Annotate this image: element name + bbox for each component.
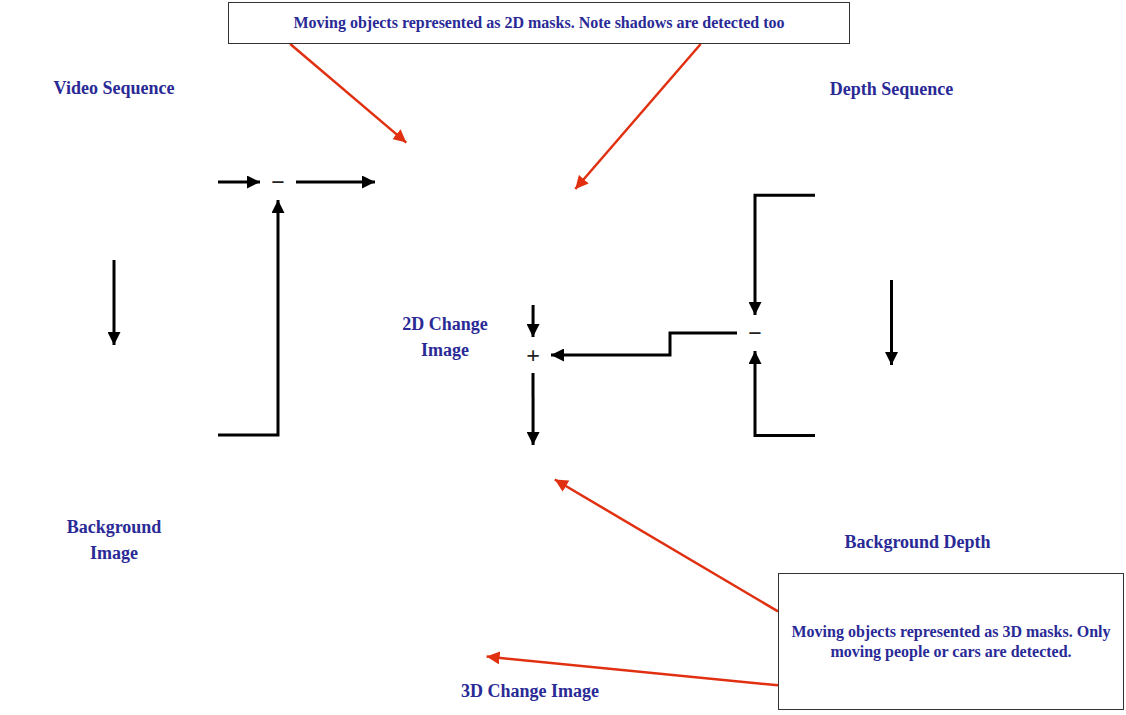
title-holder: Background Depth bbox=[795, 529, 1040, 555]
callout-arrow bbox=[487, 657, 778, 686]
flow-arrow bbox=[218, 181, 260, 184]
panel-title: Background Depth bbox=[844, 529, 990, 555]
image-panel: 2D Change Image bbox=[375, 73, 688, 305]
callout-box: Moving objects represented as 2D masks. … bbox=[228, 2, 850, 44]
callout-text: Moving objects represented as 2D masks. … bbox=[293, 13, 784, 32]
flow-arrow bbox=[890, 280, 893, 365]
operator-symbol: − bbox=[271, 170, 285, 194]
panel-title: 2D Change Image bbox=[383, 311, 507, 363]
title-holder: Background Image bbox=[44, 514, 184, 566]
callout-arrow bbox=[290, 44, 406, 143]
operator-symbol: − bbox=[748, 321, 762, 345]
panel-title: Video Sequence bbox=[54, 75, 175, 101]
flow-arrow bbox=[532, 373, 535, 445]
operator-symbol: + bbox=[526, 343, 540, 367]
callout-box: Moving objects represented as 3D masks. … bbox=[778, 573, 1124, 710]
title-holder: Depth Sequence bbox=[775, 76, 1008, 102]
panel-title: 3D Change Image bbox=[461, 678, 599, 704]
flow-arrow bbox=[218, 200, 278, 435]
callout-arrow bbox=[575, 44, 700, 189]
mask-3d bbox=[425, 460, 562, 655]
flow-arrow bbox=[113, 260, 116, 345]
depth-frame bbox=[815, 120, 968, 280]
change-2d-frame bbox=[375, 73, 688, 305]
callout-arrow bbox=[555, 480, 778, 612]
video-frame bbox=[10, 103, 218, 260]
truck bbox=[114, 161, 149, 195]
flow-arrow bbox=[755, 351, 815, 435]
image-panel: Background Image bbox=[10, 345, 218, 500]
panel-title: Depth Sequence bbox=[830, 76, 954, 102]
flow-arrow bbox=[551, 333, 737, 355]
callout-text: Moving objects represented as 3D masks. … bbox=[789, 622, 1113, 660]
image-panel: 3D Change Image bbox=[375, 445, 685, 675]
panel-title: Background Image bbox=[44, 514, 184, 566]
change-3d-frame bbox=[375, 445, 685, 675]
flow-arrow bbox=[296, 181, 375, 184]
flow-arrow bbox=[755, 195, 815, 315]
operator-circle: − bbox=[260, 164, 296, 200]
title-holder: 3D Change Image bbox=[375, 678, 685, 704]
mask-2d bbox=[385, 83, 652, 301]
background-depth-frame bbox=[815, 365, 1020, 525]
image-panel: Video Sequence bbox=[10, 103, 218, 260]
person bbox=[97, 202, 103, 220]
image-panel: Depth Sequence bbox=[815, 120, 968, 280]
person bbox=[48, 205, 54, 223]
operator-circle: + bbox=[515, 337, 551, 373]
flow-arrow bbox=[532, 305, 535, 337]
background-frame bbox=[10, 345, 218, 500]
title-holder: 2D Change Image bbox=[383, 311, 507, 363]
operator-circle: − bbox=[737, 315, 773, 351]
title-holder: Video Sequence bbox=[0, 75, 258, 101]
image-panel: Background Depth bbox=[815, 365, 1020, 525]
